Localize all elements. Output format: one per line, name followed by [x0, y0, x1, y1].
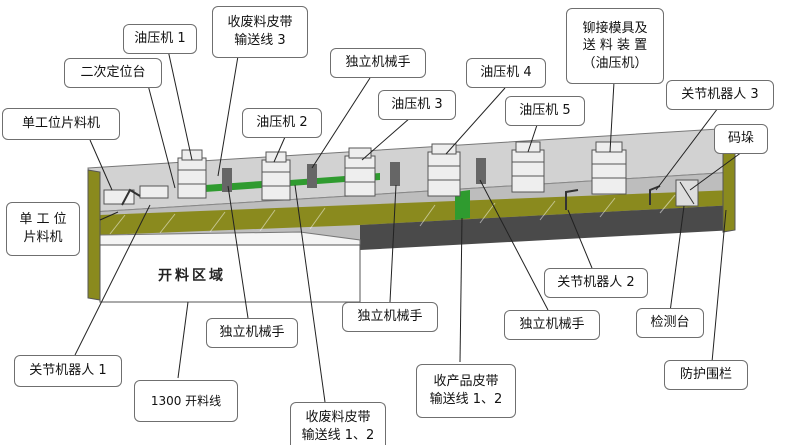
- label-press-4: 油压机 4: [466, 58, 546, 88]
- joint-robot-1-arm: [121, 188, 141, 206]
- leader-press-5: [527, 121, 539, 153]
- band-hatching: [109, 194, 676, 235]
- label-press-2: 油压机 2: [242, 108, 322, 138]
- leader-secondary-positioning: [147, 84, 176, 189]
- robot-arm-unit-1: [222, 168, 232, 192]
- leader-press-4: [445, 87, 506, 155]
- leader-joint-robot-1: [74, 204, 151, 356]
- label-riveting-die: 铆接模具及 送 料 装 置 （油压机）: [566, 8, 664, 84]
- leader-stacking: [689, 151, 743, 191]
- robot-arm-unit-2: [307, 164, 317, 188]
- robot-arm-unit-3: [390, 162, 400, 186]
- label-waste-belt-12: 收废料皮带 输送线 1、2: [290, 402, 386, 445]
- left-fence: [87, 169, 101, 301]
- label-robot-arm-bottom-2: 独立机械手: [504, 310, 600, 340]
- leader-riveting: [609, 81, 615, 153]
- label-press-3: 油压机 3: [378, 90, 456, 120]
- leader-lines: [74, 49, 743, 403]
- joint-robot-3-arm: [649, 185, 661, 205]
- robot-arms: [121, 158, 661, 210]
- label-waste-belt-3: 收废料皮带 输送线 3: [212, 6, 308, 58]
- label-joint-robot-2: 关节机器人 2: [544, 268, 648, 298]
- press-1-machine: [177, 149, 207, 199]
- leader-robot-mid: [227, 185, 249, 319]
- press-4-machine: [427, 143, 461, 197]
- machines: [103, 141, 699, 210]
- label-secondary-positioning: 二次定位台: [64, 58, 162, 88]
- leader-single-feeder-left: [99, 211, 119, 221]
- leader-single-feeder-top: [89, 139, 113, 191]
- dark-base: [360, 205, 735, 250]
- label-robot-arm-mid: 独立机械手: [206, 318, 298, 348]
- press-3-machine: [344, 147, 376, 197]
- label-joint-robot-1: 关节机器人 1: [14, 355, 122, 387]
- label-robot-arm-bottom-1: 独立机械手: [342, 302, 438, 332]
- leader-robot-top: [311, 77, 371, 169]
- leader-robot-bottom-2: [479, 179, 549, 311]
- press-2-machine: [261, 151, 291, 201]
- press-5-machine: [511, 141, 545, 193]
- feeder-machine: [103, 185, 169, 205]
- conveyor-segment-4: [455, 190, 470, 220]
- cut-area-front: [99, 244, 361, 303]
- label-product-belt: 收产品皮带 输送线 1、2: [416, 364, 516, 418]
- label-inspection-table: 检测台: [636, 308, 704, 338]
- leader-robot-bottom-1: [389, 184, 397, 303]
- leader-product-belt: [459, 217, 463, 363]
- olive-band: [100, 190, 735, 235]
- label-guard-fence: 防护围栏: [664, 360, 748, 390]
- label-joint-robot-3: 关节机器人 3: [666, 80, 774, 110]
- conveyor-segment-1: [205, 181, 262, 192]
- leader-cut-line: [177, 301, 189, 379]
- leader-inspection: [669, 205, 685, 313]
- joint-robot-2-arm: [565, 189, 579, 210]
- label-single-feeder-top: 单工位片料机: [2, 108, 120, 140]
- leader-guard-fence: [711, 209, 727, 363]
- label-robot-arm-top: 独立机械手: [330, 48, 426, 78]
- leader-press-2: [273, 136, 286, 163]
- stacking-machine: [675, 179, 699, 207]
- leader-press-1: [167, 49, 193, 161]
- label-press-1: 油压机 1: [123, 24, 197, 54]
- cut-area-label: 开料区域: [158, 268, 226, 284]
- label-single-feeder-left: 单 工 位 片料机: [6, 202, 80, 256]
- label-press-5: 油压机 5: [505, 96, 585, 126]
- riveting-press-machine: [591, 141, 627, 195]
- label-cut-line: 1300 开料线: [134, 380, 238, 422]
- robot-arm-unit-4: [476, 158, 486, 184]
- leader-waste-belt-3: [217, 55, 239, 177]
- leader-waste-belt-12: [294, 184, 326, 403]
- conveyor-segment-2: [290, 176, 345, 186]
- leader-press-3: [361, 117, 411, 161]
- label-stacking: 码垛: [714, 124, 768, 154]
- leader-joint-robot-2: [567, 209, 593, 269]
- leader-joint-robot-3: [655, 107, 719, 191]
